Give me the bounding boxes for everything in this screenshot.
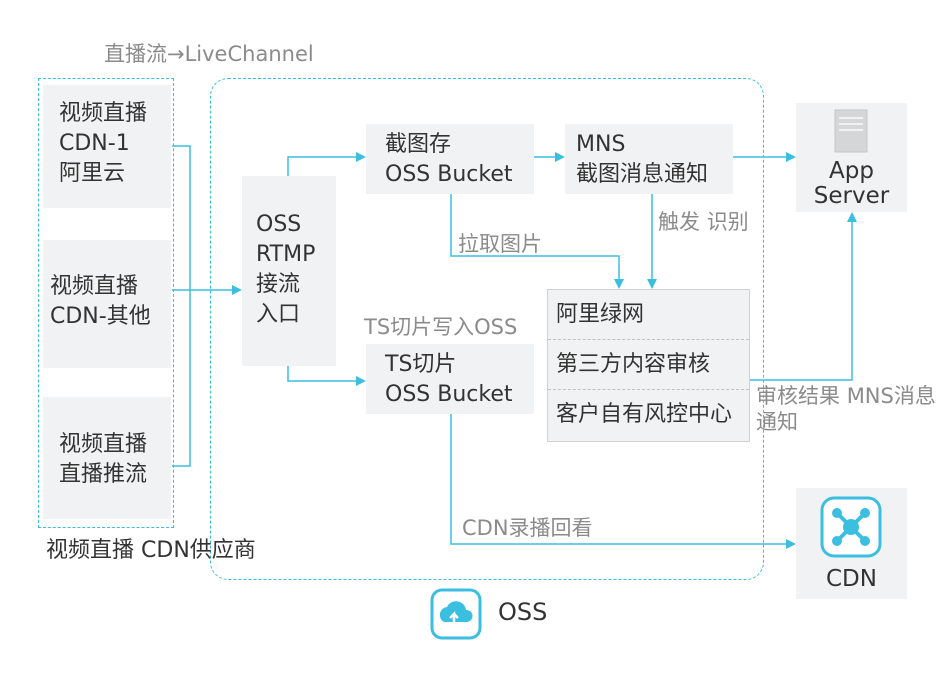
cdn-replay-label: CDN录播回看 bbox=[462, 516, 593, 540]
provider-line: 视频直播 bbox=[50, 274, 139, 299]
ts-oss-bucket: TS切片 OSS Bucket bbox=[366, 344, 534, 414]
provider-line: 视频直播 bbox=[59, 101, 148, 126]
caption-line: 视频直播 bbox=[46, 538, 135, 563]
ts-caption: TS切片写入OSS bbox=[364, 315, 518, 339]
bucket-line: OSS Bucket bbox=[385, 382, 513, 407]
cdn-provider-push: 视频直播 直播推流 bbox=[43, 397, 171, 519]
oss-cloud-icon bbox=[430, 588, 482, 640]
cdn-label: CDN bbox=[826, 566, 877, 592]
snapshot-oss-bucket: 截图存 OSS Bucket bbox=[366, 124, 534, 194]
ingest-line: RTMP bbox=[256, 242, 316, 267]
app-server-label: App Server bbox=[796, 159, 907, 209]
server-line: App bbox=[829, 158, 874, 184]
provider-bracket bbox=[172, 145, 191, 467]
provider-line: CDN-1 bbox=[59, 131, 130, 156]
cdn-node: CDN bbox=[796, 488, 907, 599]
provider-line: 阿里云 bbox=[59, 161, 126, 186]
caption-line: CDN供应商 bbox=[141, 538, 256, 563]
provider-line: 直播推流 bbox=[59, 462, 148, 487]
cdn-network-icon bbox=[820, 496, 882, 558]
ingest-line: OSS bbox=[256, 212, 302, 237]
ingest-line: 接流 bbox=[256, 272, 301, 297]
trigger-line: 识别 bbox=[706, 210, 749, 234]
mns-line: 截图消息通知 bbox=[576, 162, 709, 187]
review-item-label: 第三方内容审核 bbox=[556, 352, 711, 377]
top-caption: 直播流→LiveChannel bbox=[104, 42, 314, 66]
provider-line: 视频直播 bbox=[59, 432, 148, 457]
mns-line: MNS bbox=[576, 132, 626, 157]
content-review-panel: 阿里绿网 第三方内容审核 客户自有风控中心 bbox=[547, 289, 750, 442]
review-item-label: 阿里绿网 bbox=[556, 302, 645, 327]
result-line: 审核结果 bbox=[756, 384, 840, 408]
bucket-line: 截图存 bbox=[385, 132, 452, 157]
oss-footer-label: OSS bbox=[498, 598, 548, 626]
review-result-label: 审核结果 MNS消息通知 bbox=[756, 383, 948, 435]
provider-line: CDN-其他 bbox=[50, 304, 151, 329]
cdn-provider-caption: 视频直播 CDN供应商 bbox=[46, 536, 256, 566]
ingest-line: 入口 bbox=[256, 302, 301, 327]
review-item: 第三方内容审核 bbox=[548, 340, 749, 390]
review-item-label: 客户自有风控中心 bbox=[556, 402, 733, 427]
cdn-provider-other: 视频直播 CDN-其他 bbox=[43, 240, 171, 368]
trigger-label: 触发 识别 bbox=[658, 208, 749, 236]
review-item: 客户自有风控中心 bbox=[548, 390, 749, 440]
pull-image-label: 拉取图片 bbox=[458, 232, 542, 256]
oss-rtmp-ingest: OSS RTMP 接流 入口 bbox=[242, 176, 336, 366]
server-line: Server bbox=[813, 183, 890, 209]
cdn-provider-aliyun: 视频直播 CDN-1 阿里云 bbox=[43, 85, 171, 208]
trigger-line: 触发 bbox=[658, 210, 700, 234]
bucket-line: TS切片 bbox=[385, 352, 457, 377]
bucket-line: OSS Bucket bbox=[385, 162, 513, 187]
review-to-app bbox=[750, 212, 857, 381]
mns-snapshot-notification: MNS 截图消息通知 bbox=[565, 124, 733, 194]
review-item: 阿里绿网 bbox=[548, 290, 749, 340]
server-icon bbox=[834, 109, 868, 153]
app-server: App Server bbox=[796, 103, 907, 212]
